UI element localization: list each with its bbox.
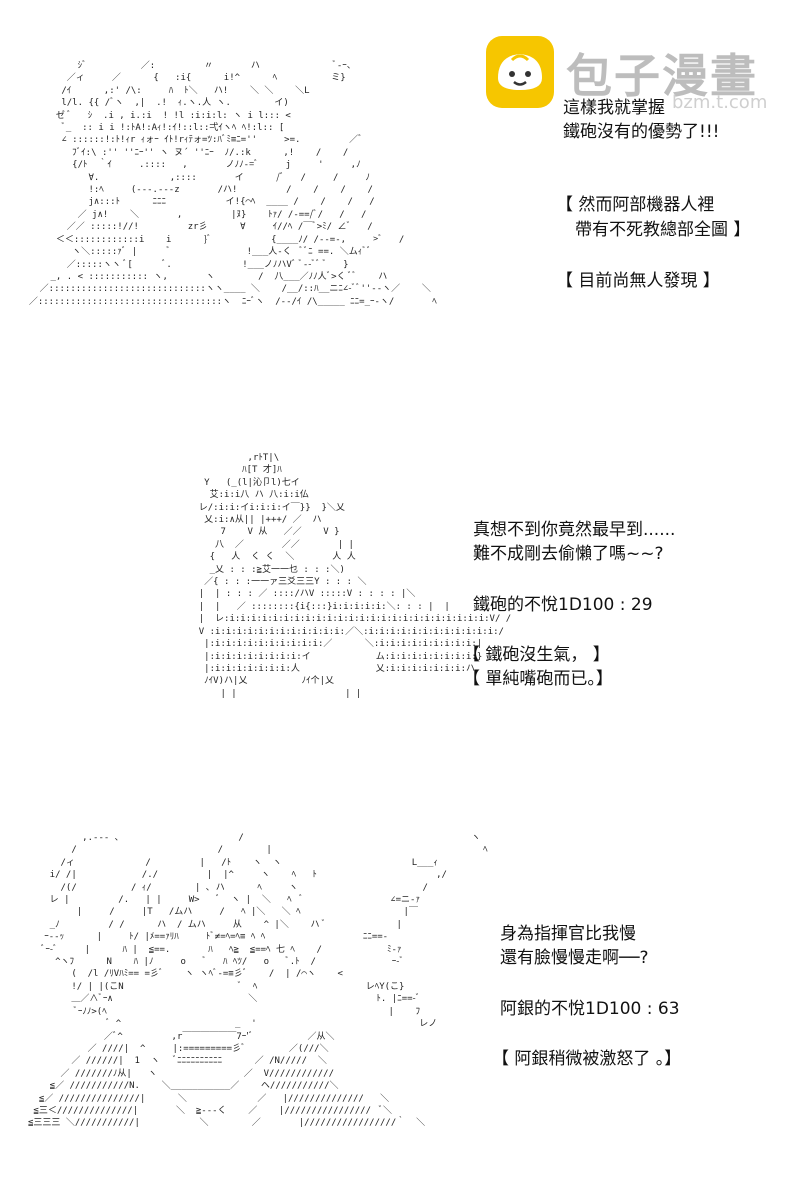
dialogue-line-2: 還有臉慢慢走啊──?: [500, 948, 649, 968]
dialogue-line-2: 鐵砲沒有的優勢了!!!: [563, 122, 720, 142]
narration-note-2: 【 單純嘴砲而已。】: [463, 669, 613, 689]
watermark-logo: 包子漫畫 bzm.t.com: [486, 36, 776, 113]
dialogue-line-2: 難不成剛去偷懶了嗎~~?: [473, 544, 664, 564]
dice-roll-text: 阿銀的不悅1D100 : 63: [500, 999, 680, 1019]
ascii-art-character-robot: ,rﾄT|\ ﾊ[T 才]ﾊ Y (_(l|沁卩l)七イ 艾:i:i八 ハ 八:…: [198, 453, 512, 699]
dialogue-line-1: 這樣我就掌握: [563, 98, 665, 118]
dice-roll-text: 鐵砲的不悅1D100 : 29: [473, 595, 653, 615]
panel-3: ,.--- ､ / ヽ / / | ﾍ /ィ / | /ﾄ: [0, 820, 800, 1200]
panel-1: ｼﾞ ／: 〃 ハ ﾞ-ｰ、 ／ィ ／ { :i{ i!^ ﾍ ミ} /ｲ ,:…: [0, 0, 800, 440]
dialogue-line-1: 真想不到你竟然最早到......: [473, 520, 676, 540]
narration-note-3: 【 目前尚無人發現 】: [556, 271, 720, 291]
narration-note-1: 【 然而阿部機器人裡: [556, 195, 715, 215]
watermark-url: bzm.t.com: [672, 92, 768, 113]
watermark-title: 包子漫畫: [566, 49, 758, 103]
ascii-art-character-pointing: ｼﾞ ／: 〃 ハ ﾞ-ｰ、 ／ィ ／ { :i{ i!^ ﾍ ミ} /ｲ ,:…: [28, 61, 437, 307]
narration-note-1: 【 鐵砲沒生氣， 】: [463, 645, 610, 665]
narration-note-1: 【 阿銀稍微被激怒了 。】: [492, 1049, 682, 1069]
dialogue-line-1: 身為指揮官比我慢: [500, 924, 636, 944]
ascii-art-character-angry: ,.--- ､ / ヽ / / | ﾍ /ィ / | /ﾄ: [28, 833, 488, 1129]
panel-2: ,rﾄT|\ ﾊ[T 才]ﾊ Y (_(l|沁卩l)七イ 艾:i:i八 ハ 八:…: [0, 440, 800, 820]
narration-note-2: 帶有不死教總部全圖 】: [575, 220, 751, 240]
bun-icon: [486, 36, 554, 108]
